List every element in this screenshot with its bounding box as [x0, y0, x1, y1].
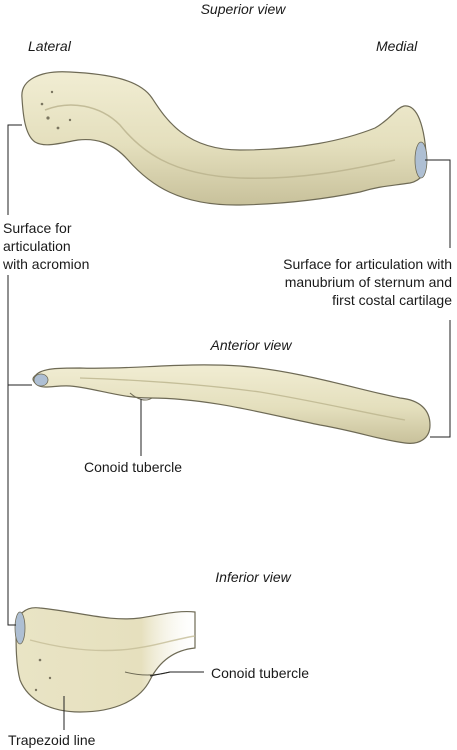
clavicle-superior-shape: [21, 71, 428, 206]
acromion-leader-inferior: [7, 385, 16, 626]
conoid-tubercle-inferior-label: Conoid tubercle: [211, 665, 310, 681]
acromion-surface-label: Surface for articulation with acromion: [3, 220, 90, 272]
clavicle-inferior-view: [14, 607, 196, 713]
superior-view-title: Superior view: [200, 1, 286, 17]
clavicle-anterior-shape: [32, 364, 431, 444]
anterior-view-title: Anterior view: [210, 337, 292, 353]
acromial-articular-surface-anterior: [33, 373, 49, 387]
acromial-articular-surface-inferior: [14, 611, 26, 645]
clavicle-anterior-view: [32, 364, 431, 444]
acromion-leader-top: [7, 124, 22, 215]
medial-label: Medial: [376, 38, 418, 54]
sternal-leader-anterior: [430, 320, 451, 438]
clavicle-superior-ridge: [44, 104, 396, 180]
conoid-tubercle-anterior-label: Conoid tubercle: [84, 459, 183, 475]
lateral-label: Lateral: [28, 38, 71, 54]
clavicle-superior-view: [21, 71, 428, 206]
sternal-leader-top: [425, 159, 451, 248]
conoid-inferior-leader: [149, 671, 204, 677]
inferior-view-title: Inferior view: [215, 569, 291, 585]
trapezoid-line-label: Trapezoid line: [8, 732, 96, 748]
sternal-surface-label: Surface for articulation with manubrium …: [283, 256, 452, 308]
clavicle-inferior-shape: [15, 607, 196, 713]
acromion-leader-anterior: [7, 275, 32, 386]
leader-lines: [7, 124, 451, 730]
